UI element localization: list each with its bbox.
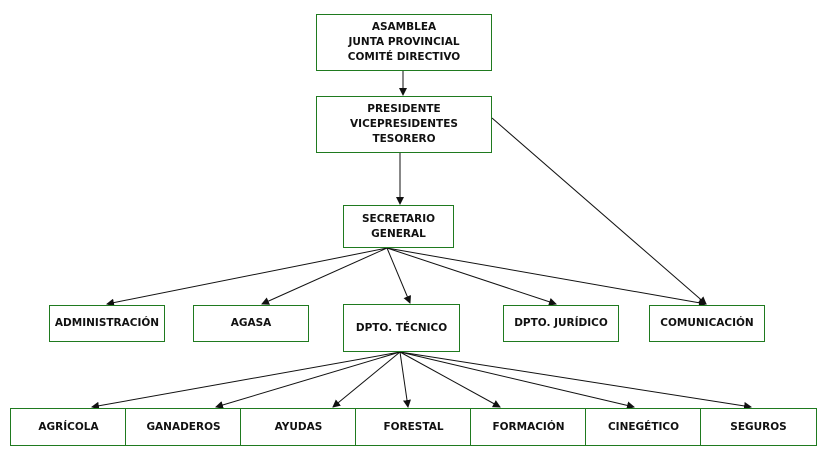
node-ganaderos: GANADEROS <box>125 408 242 446</box>
connector-secretario-to-dpto_tecnico <box>386 247 411 304</box>
node-presidente-line-2: VICEPRESIDENTES <box>350 118 458 130</box>
node-agasa: AGASA <box>193 305 309 342</box>
connector-secretario-to-comunicacion <box>386 247 707 307</box>
connector-dpto_tecnico-to-ayudas <box>332 351 401 408</box>
node-administracion: ADMINISTRACIÓN <box>49 305 165 342</box>
node-comunicacion: COMUNICACIÓN <box>649 305 765 342</box>
node-dpto-tecnico: DPTO. TÉCNICO <box>343 304 460 352</box>
node-ganaderos-label: GANADEROS <box>146 420 221 433</box>
node-asamblea-line-2: JUNTA PROVINCIAL <box>348 36 460 48</box>
connector-dpto_tecnico-to-ganaderos <box>215 351 401 409</box>
node-cinegetico: CINEGÉTICO <box>585 408 702 446</box>
connector-dpto_tecnico-to-seguros <box>399 351 752 410</box>
node-secretario-general: SECRETARIO GENERAL <box>343 205 454 248</box>
node-ayudas: AYUDAS <box>240 408 357 446</box>
node-dpto-tecnico-label: DPTO. TÉCNICO <box>355 321 448 334</box>
node-dpto-juridico-label: DPTO. JURÍDICO <box>514 317 608 329</box>
node-seguros-label: SEGUROS <box>730 420 787 433</box>
connector-dpto_tecnico-to-cinegetico <box>399 351 635 410</box>
node-presidente-line-3: TESORERO <box>372 133 436 145</box>
connector-secretario-to-dpto_juridico <box>386 247 557 306</box>
connector-presidente-to-comunicacion <box>491 117 707 305</box>
node-asamblea-line-3: COMITÉ DIRECTIVO <box>347 51 461 63</box>
connector-dpto_tecnico-to-forestal <box>399 351 411 408</box>
node-forestal-label: FORESTAL <box>383 420 444 433</box>
connector-dpto_tecnico-to-formacion <box>399 351 501 408</box>
node-presidente: PRESIDENTE VICEPRESIDENTES TESORERO <box>316 96 492 153</box>
node-ayudas-label: AYUDAS <box>274 420 323 433</box>
connector-secretario-to-administracion <box>106 247 388 307</box>
node-seguros: SEGUROS <box>700 408 817 446</box>
node-presidente-line-1: PRESIDENTE <box>367 103 441 115</box>
connector-dpto_tecnico-to-agricola <box>91 351 401 410</box>
node-agasa-label: AGASA <box>230 317 272 329</box>
node-formacion-label: FORMACIÓN <box>492 420 565 433</box>
node-asamblea: ASAMBLEA JUNTA PROVINCIAL COMITÉ DIRECTI… <box>316 14 492 71</box>
connector-secretario-to-agasa <box>261 247 388 305</box>
node-comunicacion-label: COMUNICACIÓN <box>660 317 754 329</box>
node-dpto-juridico: DPTO. JURÍDICO <box>503 305 619 342</box>
node-forestal: FORESTAL <box>355 408 472 446</box>
node-formacion: FORMACIÓN <box>470 408 587 446</box>
node-administracion-label: ADMINISTRACIÓN <box>54 317 160 329</box>
node-asamblea-line-1: ASAMBLEA <box>371 21 437 33</box>
node-secretario-line-1: SECRETARIO <box>361 212 436 225</box>
node-agricola-label: AGRÍCOLA <box>38 420 99 433</box>
node-cinegetico-label: CINEGÉTICO <box>607 420 680 433</box>
node-agricola: AGRÍCOLA <box>10 408 127 446</box>
node-secretario-line-2: GENERAL <box>371 227 426 240</box>
